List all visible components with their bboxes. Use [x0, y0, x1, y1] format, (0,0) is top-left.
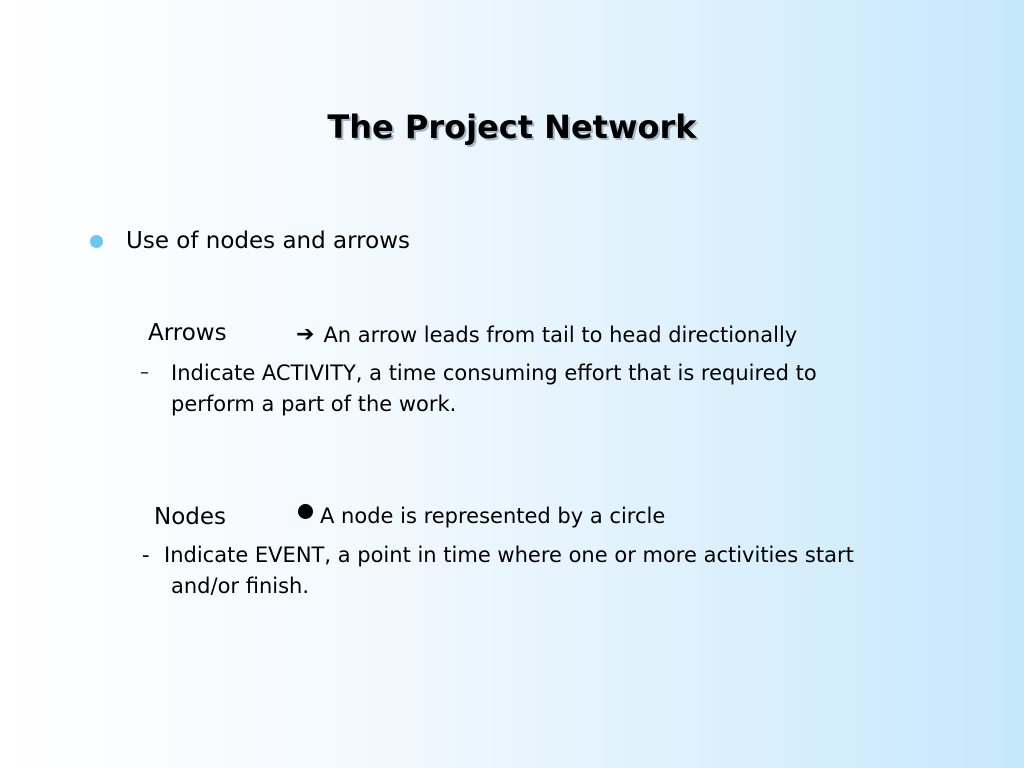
slide-title: The Project Network [327, 108, 697, 146]
bullet-item: Use of nodes and arrows [90, 228, 410, 254]
nodes-term: Nodes [154, 504, 227, 530]
bullet-dot-icon [90, 234, 103, 248]
filled-circle-icon [298, 503, 313, 519]
arrows-description-row: ➔ An arrow leads from tail to head direc… [296, 322, 797, 347]
nodes-dash: - [142, 543, 150, 567]
arrows-description: An arrow leads from tail to head directi… [323, 322, 798, 347]
nodes-detail-line-2: and/or finish. [171, 574, 310, 598]
arrows-detail-line-2: perform a part of the work. [171, 392, 457, 416]
arrows-term: Arrows [148, 320, 227, 346]
right-arrow-icon: ➔ [296, 322, 315, 347]
nodes-description-row: A node is represented by a circle [298, 503, 666, 528]
nodes-description: A node is represented by a circle [320, 504, 666, 528]
arrows-detail-line-1: Indicate ACTIVITY, a time consuming effo… [171, 361, 817, 385]
arrows-dash: – [140, 362, 149, 383]
bullet-text: Use of nodes and arrows [126, 228, 410, 254]
nodes-detail-line-1: Indicate EVENT, a point in time where on… [164, 543, 854, 567]
